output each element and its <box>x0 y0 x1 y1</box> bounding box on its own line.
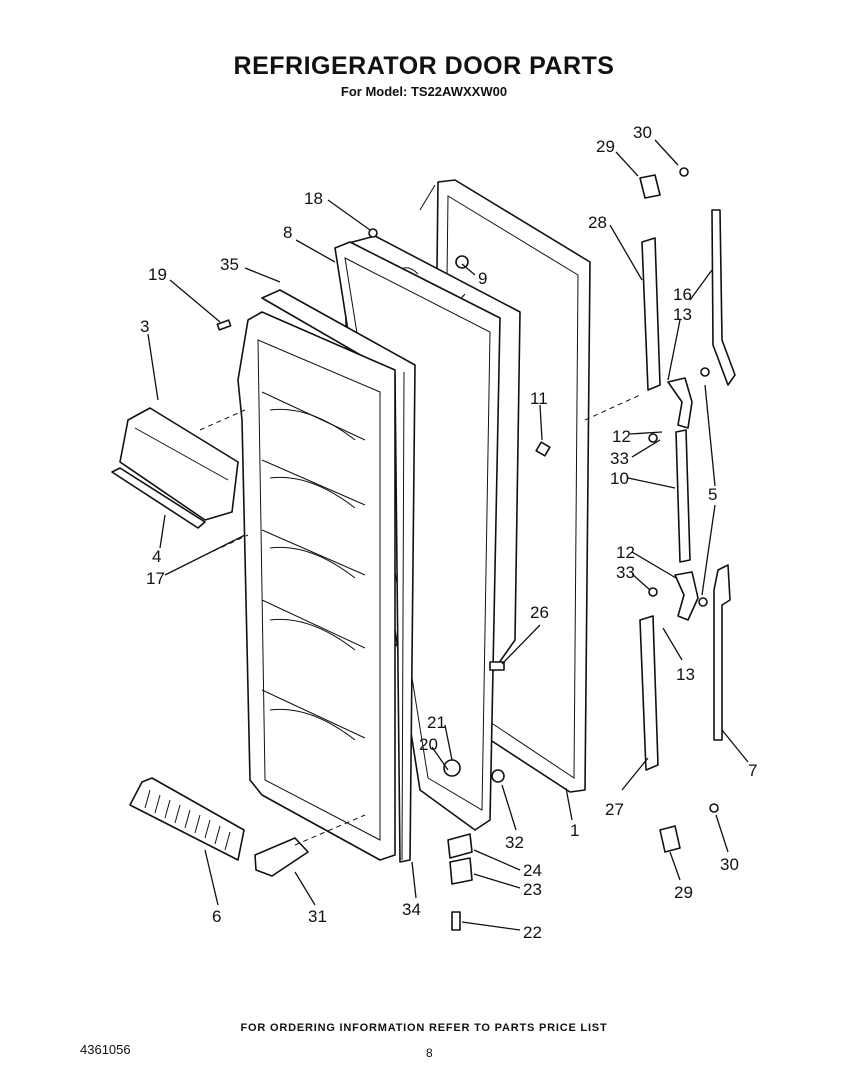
callout-24: 24 <box>523 861 542 880</box>
handle-insert <box>675 429 691 563</box>
callout-35: 35 <box>220 255 239 274</box>
callout-18: 18 <box>304 189 323 208</box>
callout-8: 8 <box>283 223 292 242</box>
callout-1: 1 <box>570 821 579 840</box>
upper-handle-bar <box>641 237 661 391</box>
upper-trim <box>711 209 736 386</box>
callout-12-top: 12 <box>612 427 631 446</box>
callout-9: 9 <box>478 269 487 288</box>
callout-20: 20 <box>419 735 438 754</box>
callout-22: 22 <box>523 923 542 942</box>
page-number: 8 <box>426 1046 433 1060</box>
dairy-door <box>119 407 239 521</box>
document-number: 4361056 <box>80 1042 131 1057</box>
callout-6: 6 <box>212 907 221 926</box>
hinge-bracket-lower <box>674 571 699 621</box>
callout-21: 21 <box>427 713 446 732</box>
callout-30-bottom: 30 <box>720 855 739 874</box>
leader-lines <box>147 139 749 931</box>
page-title: REFRIGERATOR DOOR PARTS <box>233 52 615 80</box>
callout-13-top: 13 <box>673 305 692 324</box>
hinge-bracket-upper <box>667 377 693 429</box>
handle-cover <box>254 837 309 877</box>
callout-31: 31 <box>308 907 327 926</box>
callout-17: 17 <box>146 569 165 588</box>
callout-10: 10 <box>610 469 629 488</box>
callout-27: 27 <box>605 800 624 819</box>
callout-34: 34 <box>402 900 421 919</box>
callout-labels: 18 8 35 19 3 4 17 9 11 28 29 30 16 13 12… <box>140 123 757 942</box>
callout-19: 19 <box>148 265 167 284</box>
hinge-bushing <box>449 857 473 885</box>
top-hinge <box>639 174 661 199</box>
lower-handle-bar <box>639 615 659 771</box>
callout-29-top: 29 <box>596 137 615 156</box>
dairy-trim-strip <box>111 467 206 529</box>
callout-11: 11 <box>530 389 548 408</box>
callout-23: 23 <box>523 880 542 899</box>
callout-30-top: 30 <box>633 123 652 142</box>
callout-13-bottom: 13 <box>676 665 695 684</box>
screws <box>216 167 719 813</box>
ordering-note: FOR ORDERING INFORMATION REFER TO PARTS … <box>240 1022 608 1034</box>
callout-3: 3 <box>140 317 149 336</box>
inner-door-liner <box>237 311 396 861</box>
lower-trim <box>713 564 731 741</box>
door-grille <box>129 777 245 861</box>
hinge-plate <box>447 833 473 859</box>
bottom-hinge <box>659 825 681 853</box>
callout-33-bottom: 33 <box>616 563 635 582</box>
callout-29-bottom: 29 <box>674 883 693 902</box>
alignment-lines <box>199 394 641 846</box>
callout-33-top: 33 <box>610 449 629 468</box>
callout-12-bottom: 12 <box>616 543 635 562</box>
callout-26: 26 <box>530 603 549 622</box>
callout-4: 4 <box>152 547 161 566</box>
callout-7: 7 <box>748 761 757 780</box>
callout-16: 16 <box>673 285 692 304</box>
hinge-pin <box>451 911 461 931</box>
model-subtitle: For Model: TS22AWXXW00 <box>340 84 508 99</box>
callout-28: 28 <box>588 213 607 232</box>
callout-5: 5 <box>708 485 717 504</box>
callout-32: 32 <box>505 833 524 852</box>
